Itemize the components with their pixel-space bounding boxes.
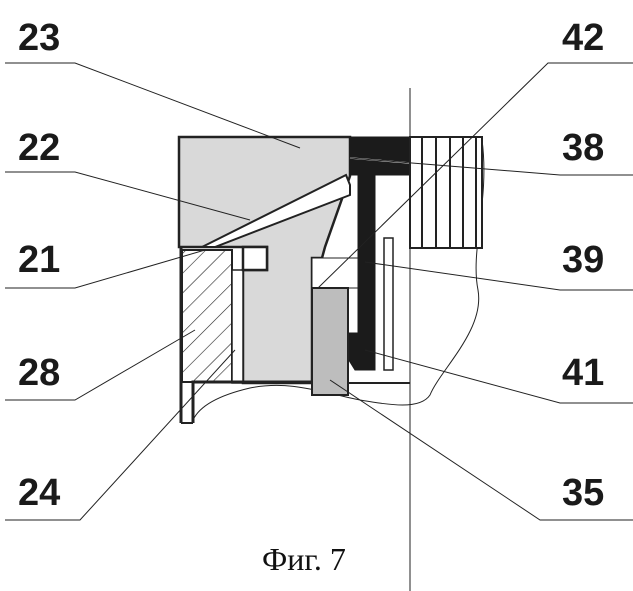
part-28-inner: [232, 270, 243, 383]
label-42: 42: [562, 17, 604, 59]
label-21: 21: [18, 239, 60, 281]
thin-bar: [384, 238, 393, 370]
label-41: 41: [562, 352, 604, 394]
label-38: 38: [562, 127, 604, 169]
figure-caption: Фиг. 7: [262, 541, 346, 577]
label-35: 35: [562, 472, 604, 514]
label-39: 39: [562, 239, 604, 281]
small-square: [243, 247, 267, 270]
striped-block: [410, 137, 482, 248]
part-39-frame: [312, 258, 358, 288]
label-28: 28: [18, 352, 60, 394]
label-23: 23: [18, 17, 60, 59]
part-35-gray: [312, 288, 348, 395]
label-24: 24: [18, 472, 60, 514]
label-22: 22: [18, 127, 60, 169]
